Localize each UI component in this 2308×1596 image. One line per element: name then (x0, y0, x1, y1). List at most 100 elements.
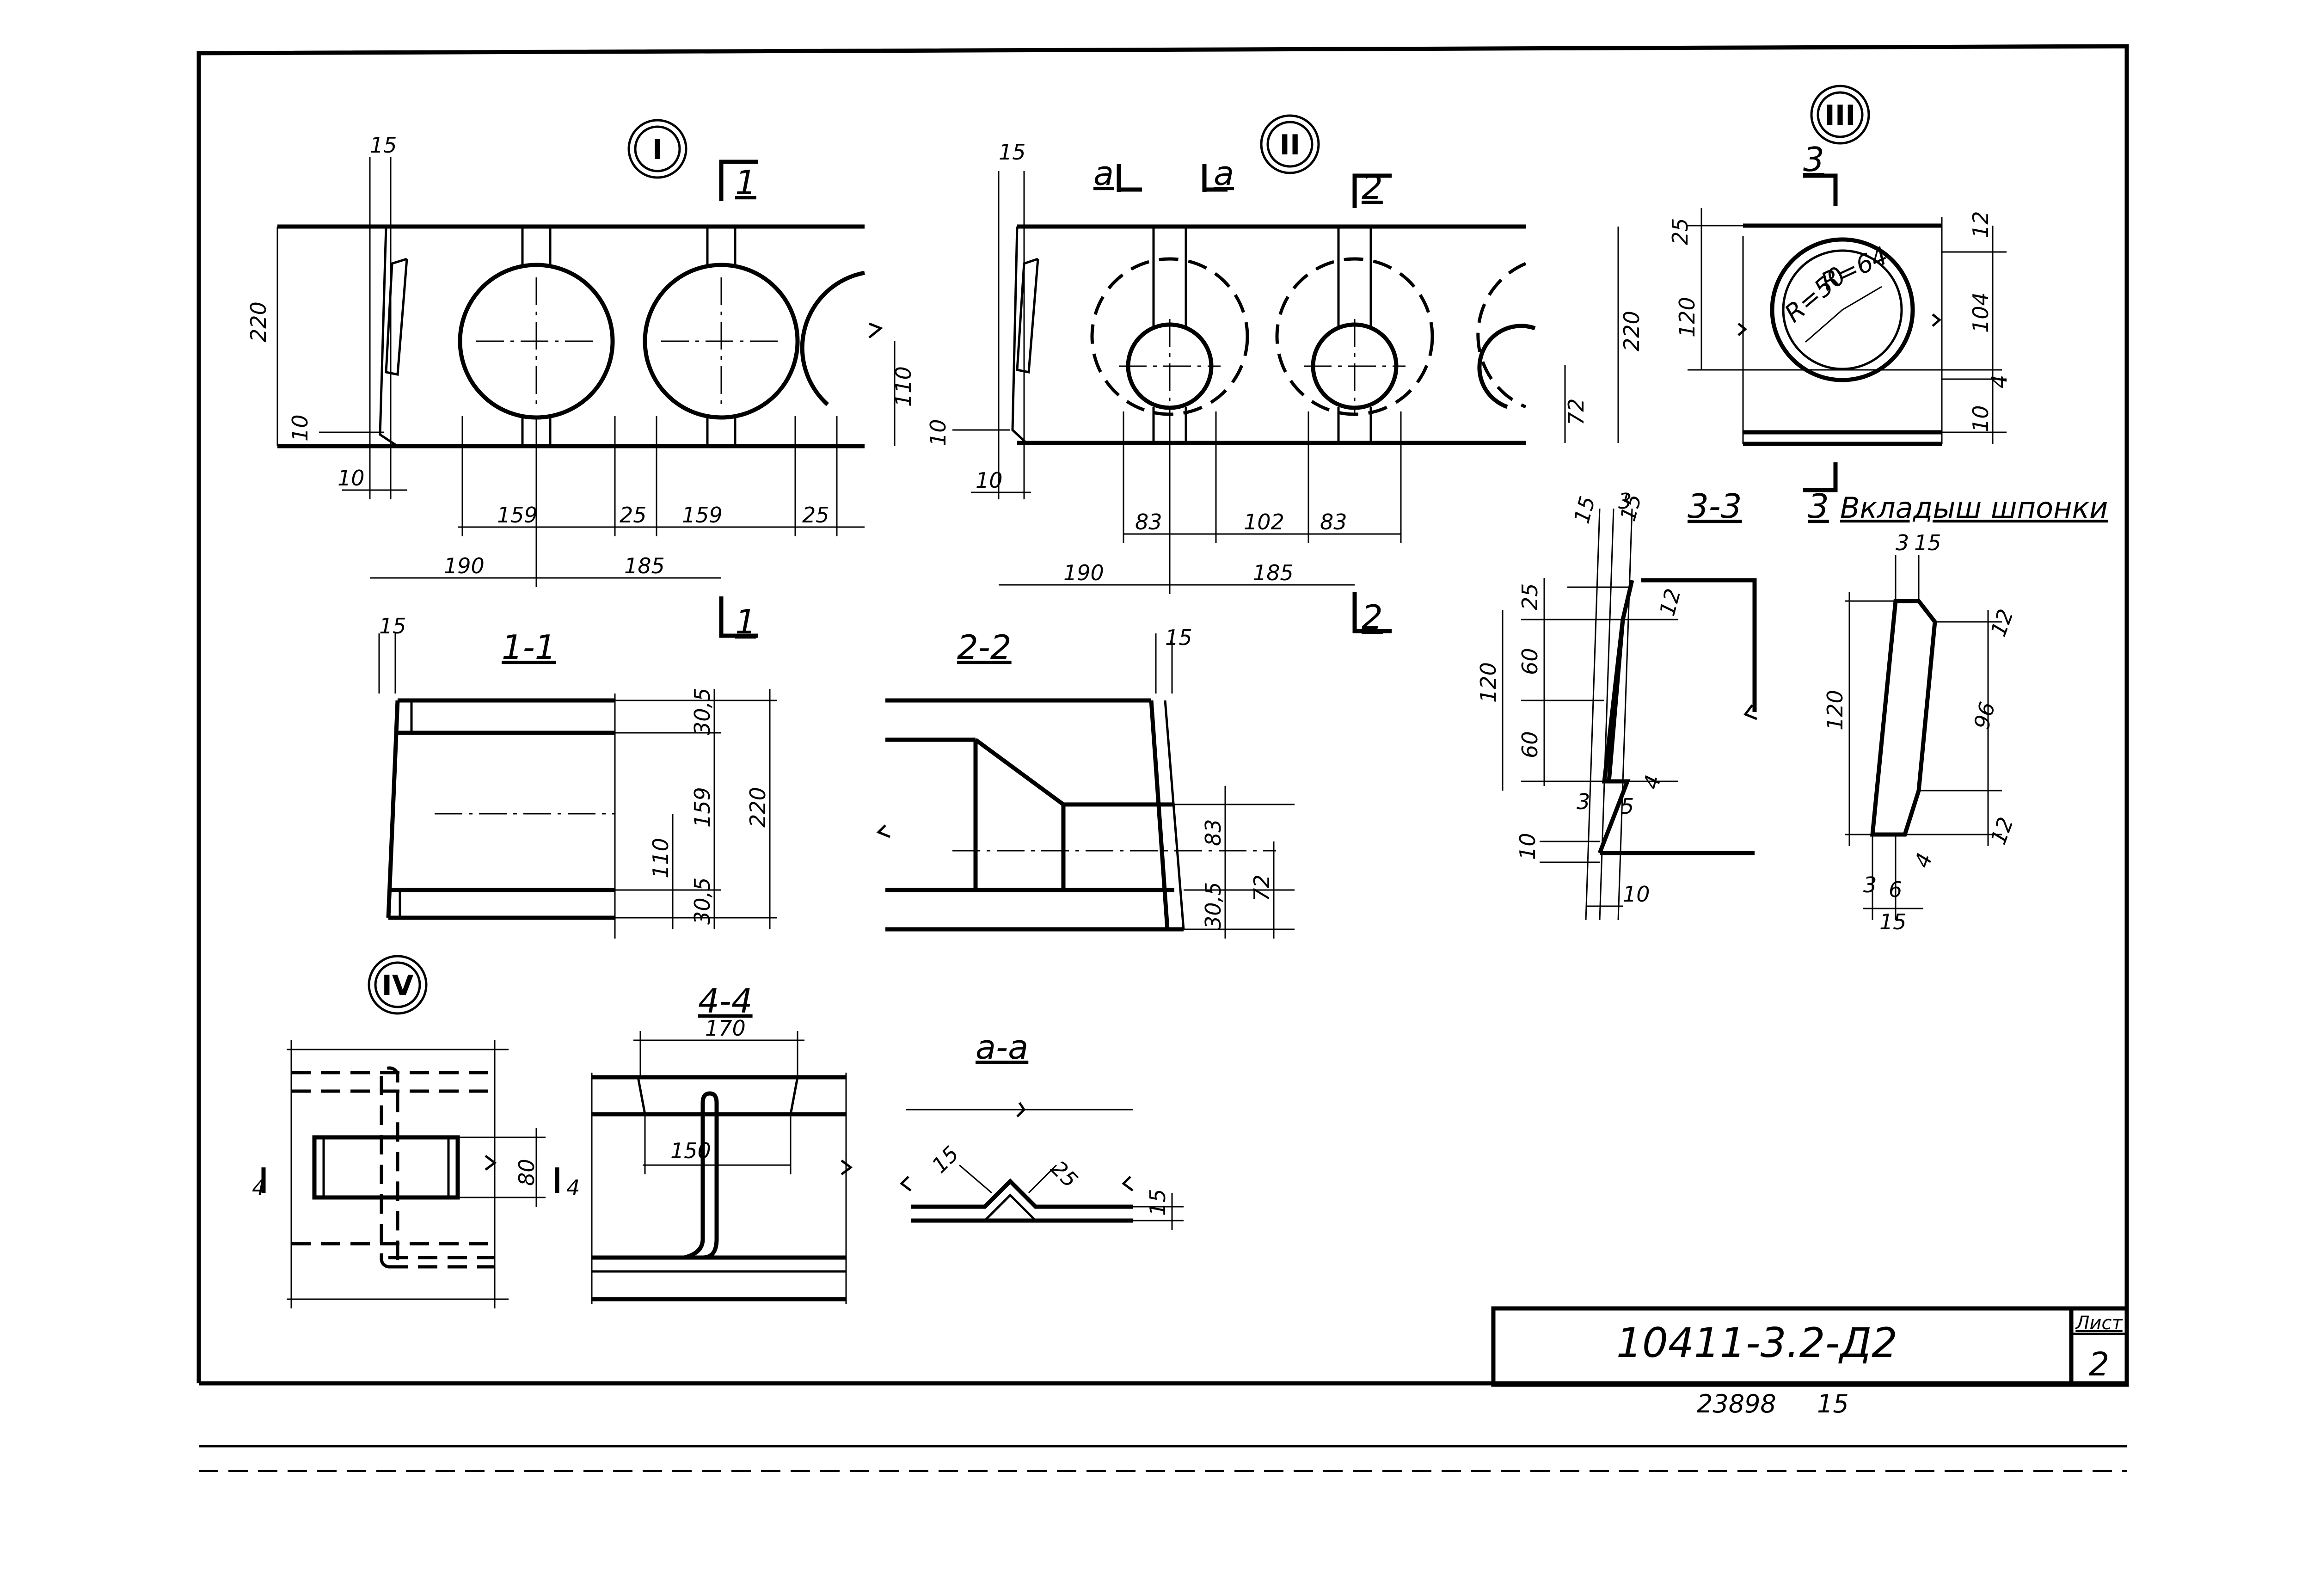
dim: 10 (926, 419, 951, 446)
cut-mark-2-top: 2 (1362, 168, 1383, 207)
dim: 15 (999, 140, 1026, 165)
dim: 12 (1968, 211, 1993, 238)
view-4-mark: IV (382, 970, 414, 1002)
dim: 15 (1914, 530, 1941, 555)
dim: 10 (1968, 405, 1993, 432)
dim: 83 (1320, 509, 1347, 534)
section-3-3: 3-3 15 3 15 25 12 120 60 60 4 3 5 10 10 (1476, 487, 1757, 921)
dim: 4 (1987, 375, 2012, 388)
dim: 6 (1889, 877, 1902, 902)
dim: 72 (1564, 398, 1589, 425)
sheet-number: 2 (2089, 1345, 2110, 1383)
dim: 10 (1623, 882, 1650, 907)
dim: 25 (802, 503, 829, 528)
dim: 25 (1046, 1156, 1083, 1193)
dim: 185 (1253, 560, 1294, 585)
view-3: III R=64 R=50 3 3 25 120 12 104 4 10 (1668, 85, 2012, 526)
dim: 104 (1968, 292, 1993, 333)
dim: 3 (1863, 872, 1877, 897)
section-label: 4-4 (698, 982, 753, 1020)
view-3-mark: III (1825, 99, 1856, 132)
dim: 102 (1244, 509, 1284, 534)
section-label: Вкладыш шпонки (1840, 491, 2108, 525)
dim: 25 (620, 503, 647, 528)
dim: 15 (1879, 909, 1907, 934)
dim: 170 (705, 1016, 746, 1041)
cut-mark-3-top: 3 (1803, 140, 1824, 179)
radius-label: R=50 (1779, 261, 1852, 328)
copy-number: 15 (1817, 1389, 1849, 1418)
cut-mark-a-right: a (1214, 154, 1234, 193)
section-a-a: a-a 15 25 15 (900, 1028, 1184, 1230)
dim: 12 (1654, 586, 1685, 619)
inventory-number: 23898 (1697, 1389, 1776, 1418)
dim: 15 (370, 133, 397, 158)
dim: 96 (1969, 699, 2000, 732)
dim: 220 (246, 301, 271, 342)
view-1-mark: I (652, 134, 663, 166)
dim: 15 (1145, 1189, 1170, 1216)
view-2-mark: II (1280, 129, 1301, 161)
dim: 190 (1063, 560, 1104, 585)
dim: 120 (1675, 297, 1700, 338)
dim: 110 (891, 366, 916, 407)
section-label: 2-2 (957, 628, 1012, 667)
dim: 10 (288, 414, 313, 442)
dim: 15 (379, 614, 406, 638)
dim: 110 (648, 838, 673, 878)
dim: 30,5 (1201, 882, 1226, 929)
dim: 60 (1517, 648, 1542, 675)
dim: 10 (1515, 833, 1540, 860)
dim: 30,5 (690, 878, 715, 925)
drawing-code: 10411-3.2-Д2 (1616, 1319, 1897, 1367)
dim: 25 (1517, 583, 1542, 610)
dim: 120 (1823, 690, 1848, 730)
cut-mark-1-top: 1 (735, 163, 756, 202)
section-2-2: 2-2 15 83 30,5 72 (876, 625, 1295, 939)
dim: 3 (1618, 489, 1632, 514)
sheet-label: Лист (2075, 1313, 2123, 1334)
view-2: II (926, 114, 1644, 637)
dim: 4 (1638, 773, 1666, 792)
dim: 220 (1619, 311, 1644, 351)
dim: 185 (624, 553, 665, 578)
dim: 4 (566, 1175, 580, 1200)
dim: 83 (1135, 509, 1162, 534)
dim: 15 (927, 1141, 964, 1178)
section-1-1: 1-1 15 30,5 159 220 110 30,5 (378, 614, 777, 939)
dim: 4 (252, 1175, 265, 1200)
dim: 150 (670, 1138, 711, 1163)
dim: 80 (514, 1159, 539, 1186)
dim: 10 (338, 466, 365, 491)
cut-mark-a-left: a (1093, 154, 1114, 193)
section-4-4: 4-4 170 150 (591, 982, 853, 1304)
dim: 15 (1569, 493, 1600, 526)
dim: 159 (690, 787, 715, 828)
view-1: I 1 (246, 119, 916, 641)
dim: 120 (1476, 662, 1501, 703)
dim: 30,5 (690, 688, 715, 735)
dim: 72 (1249, 874, 1274, 902)
dim: 60 (1517, 731, 1542, 758)
dim: 190 (444, 553, 485, 578)
cut-mark-3-bottom: 3 (1808, 487, 1829, 526)
dim: 83 (1201, 819, 1226, 846)
dim: 220 (745, 787, 770, 828)
dim: 3 (1896, 530, 1909, 555)
dim: 12 (1986, 606, 2019, 639)
title-block: 10411-3.2-Д2 Лист 2 23898 15 (1491, 1306, 2129, 1418)
dim: 15 (1165, 625, 1192, 650)
key-insert: Вкладыш шпонки 3 15 120 12 96 12 3 6 4 1… (1823, 491, 2108, 934)
cut-mark-2-bottom: 2 (1362, 598, 1383, 637)
dim: 159 (497, 503, 538, 528)
dim: 25 (1668, 218, 1693, 245)
section-label: 3-3 (1688, 487, 1742, 526)
view-4: IV 4 80 4 (252, 955, 580, 1308)
dim: 159 (682, 503, 723, 528)
section-label: a-a (976, 1028, 1028, 1067)
cut-mark-1-bottom: 1 (735, 602, 756, 641)
dim: 4 (1909, 850, 1938, 871)
dim: 5 (1621, 794, 1634, 819)
dim: 3 (1577, 789, 1590, 814)
